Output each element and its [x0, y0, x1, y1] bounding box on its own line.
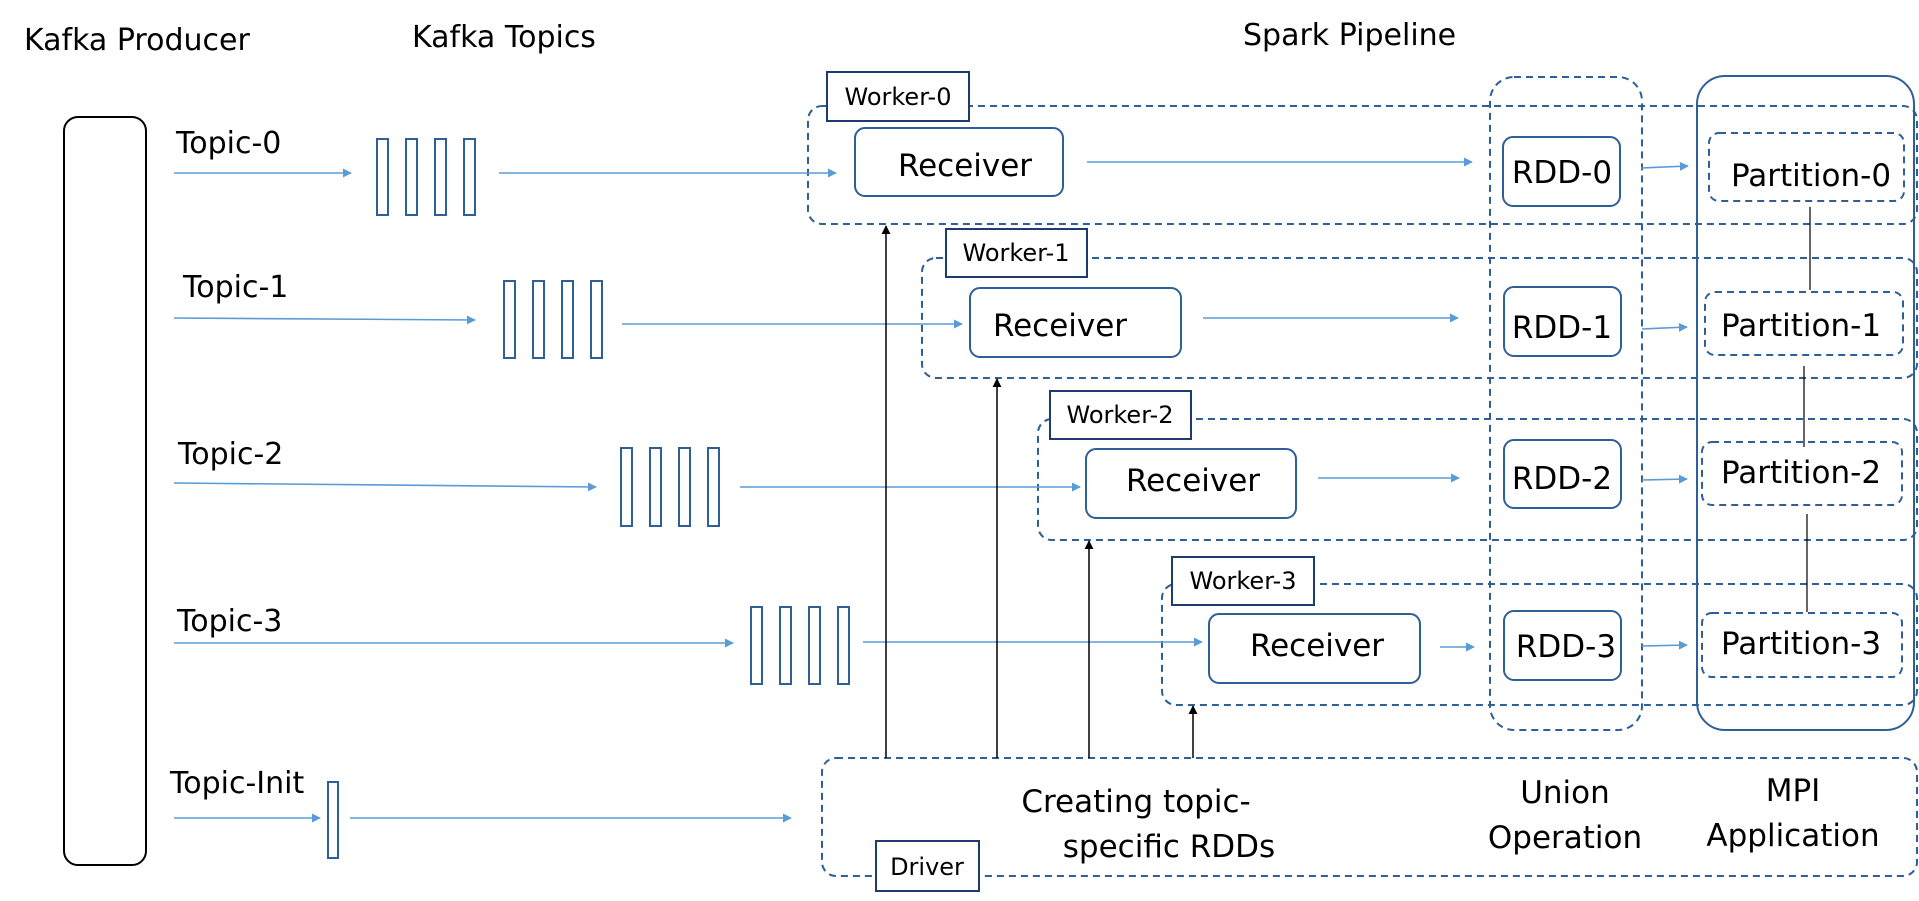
driver-container: [821, 757, 1918, 877]
arrow: [173, 315, 476, 325]
driver: Driver Creating topic- specific RDDs Uni…: [821, 757, 1918, 892]
header-kafka-topics: Kafka Topics: [412, 20, 596, 55]
worker-0-receiver-box: [854, 127, 1064, 197]
partition-0-label: Partition-0: [1731, 158, 1891, 194]
worker-3-label: Worker-3: [1190, 567, 1297, 595]
header-kafka-producer: Kafka Producer: [24, 23, 250, 58]
partition-bar: [649, 447, 662, 527]
topic-0-partitions: [376, 138, 476, 216]
rdd-1-label: RDD-1: [1512, 310, 1612, 346]
topic-3-partitions: [750, 606, 850, 685]
partition-2-label: Partition-2: [1721, 455, 1881, 491]
worker-0: Worker-0 Receiver RDD-0 Partition-0: [807, 71, 1918, 225]
partition-1-label: Partition-1: [1721, 308, 1881, 344]
mpi-application-line1: MPI: [1766, 773, 1821, 809]
worker-3-receiver-label: Receiver: [1250, 628, 1384, 664]
worker-0-receiver-label: Receiver: [898, 148, 1032, 184]
rdd-0-label: RDD-0: [1512, 155, 1612, 191]
union-operation-line2: Operation: [1488, 820, 1642, 856]
partition-bar: [405, 138, 418, 216]
union-column-box: [1489, 76, 1643, 731]
worker-1: Worker-1 Receiver RDD-1 Partition-1: [921, 228, 1918, 379]
partition-bar: [678, 447, 691, 527]
union-operation-line1: Union: [1520, 775, 1610, 811]
worker-3-label-box: [1171, 556, 1315, 606]
partition-bar: [620, 447, 633, 527]
partition-bar: [750, 606, 763, 685]
rdd-2-label: RDD-2: [1512, 461, 1612, 497]
driver-label: Driver: [890, 853, 964, 881]
worker-2: Worker-2 Receiver RDD-2 Partition-2: [1037, 390, 1918, 541]
arrow: [1641, 474, 1688, 484]
partition-bar: [503, 280, 516, 359]
topic-2-label: Topic-2: [177, 437, 283, 472]
partition-bar: [707, 447, 720, 527]
partition-bar: [376, 138, 389, 216]
topic-1-partitions: [503, 280, 603, 359]
partition-bar: [532, 280, 545, 359]
topic-init-label: Topic-Init: [169, 766, 304, 801]
worker-2-label: Worker-2: [1067, 401, 1174, 429]
arrow: [1641, 640, 1688, 650]
worker-3: Worker-3 Receiver RDD-3 Partition-3: [1161, 556, 1918, 706]
header-spark-pipeline: Spark Pipeline: [1243, 18, 1456, 53]
driver-task-line1: Creating topic-: [1021, 784, 1250, 820]
worker-1-label: Worker-1: [963, 239, 1070, 267]
topic-2-partitions: [620, 447, 720, 527]
topic-0-label: Topic-0: [175, 126, 281, 161]
worker-1-container: [921, 257, 1918, 379]
worker-3-container: [1161, 583, 1918, 706]
arrow: [1640, 161, 1689, 171]
kafka-producer-box: [63, 116, 147, 866]
rdd-3-box: [1503, 610, 1622, 681]
worker-2-container: [1037, 418, 1918, 541]
rdd-2-box: [1503, 439, 1622, 509]
partition-0-box: [1708, 132, 1905, 202]
worker-0-container: [807, 105, 1918, 225]
mpi-application-line2: Application: [1706, 818, 1879, 854]
driver-task-line2: specific RDDs: [1063, 829, 1275, 865]
partition-2-box: [1701, 441, 1903, 506]
partition-connectors: [1803, 207, 1811, 612]
partition-bar: [808, 606, 821, 685]
worker-2-label-box: [1049, 390, 1192, 440]
worker-3-receiver-box: [1208, 613, 1421, 684]
arrow: [1641, 322, 1688, 332]
worker-2-receiver-box: [1085, 448, 1297, 519]
worker-0-label: Worker-0: [845, 83, 952, 111]
partition-bar: [327, 781, 339, 859]
partition-bar: [837, 606, 850, 685]
partition-bar: [463, 138, 476, 216]
topic-1-label: Topic-1: [182, 270, 288, 305]
partition-bar: [590, 280, 603, 359]
partition-bar: [779, 606, 792, 685]
data-flow-arrows: [173, 157, 1689, 823]
topic-init-partitions: [327, 781, 339, 859]
partition-bar: [434, 138, 447, 216]
worker-0-label-box: [826, 71, 970, 122]
rdd-3-label: RDD-3: [1516, 629, 1616, 665]
rdd-1-box: [1503, 286, 1622, 357]
partition-3-box: [1701, 612, 1903, 678]
arrow: [173, 482, 597, 492]
worker-1-receiver-label: Receiver: [993, 308, 1127, 344]
worker-1-receiver-box: [969, 287, 1182, 358]
worker-1-label-box: [945, 228, 1088, 278]
driver-to-worker-arrows: [881, 225, 1198, 758]
driver-label-box: [875, 840, 980, 892]
partition-bar: [561, 280, 574, 359]
partition-1-box: [1704, 291, 1904, 356]
topic-3-label: Topic-3: [176, 604, 282, 639]
mpi-column-box: [1696, 75, 1915, 731]
rdd-0-box: [1502, 136, 1621, 207]
partition-3-label: Partition-3: [1721, 626, 1881, 662]
worker-2-receiver-label: Receiver: [1126, 463, 1260, 499]
